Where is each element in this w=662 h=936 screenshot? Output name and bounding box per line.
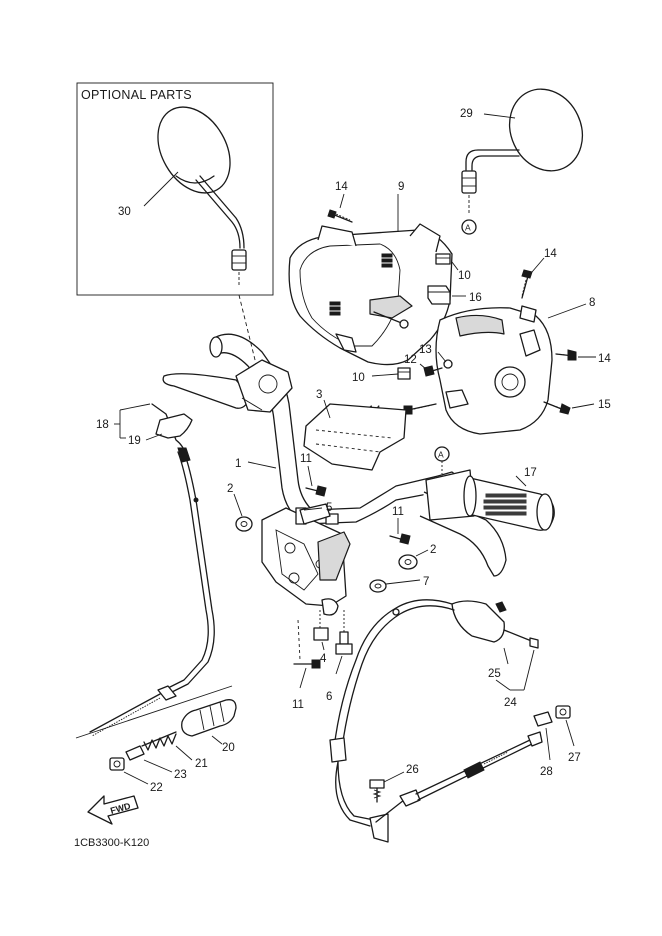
callout-16: 16: [469, 292, 482, 304]
screw-11-lower: [293, 659, 321, 669]
nut-10-top: [435, 253, 451, 265]
nut-10-bottom: [397, 367, 411, 380]
nut-22: [109, 757, 125, 771]
callout-1: 1: [235, 458, 241, 470]
callout-14a: 14: [335, 181, 348, 193]
callout-11a: 11: [300, 453, 312, 465]
collar-7: [369, 579, 387, 593]
callout-27: 27: [568, 752, 581, 764]
screw-12: [423, 365, 443, 377]
ref-mark-a-top-label: A: [465, 223, 471, 233]
optional-mirror: [157, 106, 247, 287]
callout-2b: 2: [430, 544, 436, 556]
callout-20: 20: [222, 742, 235, 754]
callout-6: 6: [326, 691, 332, 703]
screw-11-right: [389, 533, 411, 545]
callout-26: 26: [406, 764, 419, 776]
kit-divider: [75, 685, 233, 739]
screw-14-right-top: [521, 269, 533, 299]
callout-18: 18: [96, 419, 109, 431]
callout-17: 17: [524, 467, 537, 479]
callout-10b: 10: [352, 372, 365, 384]
callout-9: 9: [398, 181, 404, 193]
callout-13: 13: [419, 344, 432, 356]
callout-25: 25: [488, 668, 501, 680]
callout-4: 4: [320, 653, 327, 665]
bolt-26: [369, 779, 385, 803]
fwd-arrow-icon: FWD: [87, 795, 139, 825]
callout-14c: 14: [598, 353, 611, 365]
callout-29: 29: [460, 108, 473, 120]
bolt-6: [335, 610, 353, 655]
adjuster-23: [125, 745, 145, 761]
callout-2a: 2: [227, 483, 233, 495]
callout-30: 30: [118, 206, 131, 218]
callout-24: 24: [504, 697, 517, 709]
callout-7: 7: [423, 576, 429, 588]
callout-3: 3: [316, 389, 322, 401]
callout-11c: 11: [292, 699, 304, 711]
adjuster-28: [533, 711, 553, 727]
rubber-2-right: [398, 554, 418, 570]
callout-19: 19: [128, 435, 141, 447]
damper-4: [313, 598, 339, 641]
throttle-grip-17: A: [425, 446, 555, 531]
screw-14-lower: [403, 403, 437, 415]
mirror-29: A: [461, 88, 583, 235]
handle-cover-rear-9: [288, 223, 453, 366]
callout-8: 8: [589, 297, 595, 309]
callout-21: 21: [195, 758, 208, 770]
callout-28: 28: [540, 766, 553, 778]
screw-14-top: [327, 209, 353, 223]
optional-parts-title: OPTIONAL PARTS: [81, 88, 192, 102]
callout-11b: 11: [392, 506, 404, 518]
callout-5: 5: [326, 502, 332, 514]
grommet-5: [299, 503, 331, 525]
callout-22: 22: [150, 782, 163, 794]
callout-15: 15: [598, 399, 611, 411]
callout-12: 12: [404, 354, 417, 366]
nut-27: [555, 705, 571, 719]
screw-15: [543, 401, 571, 415]
screw-14-right-middle: [555, 349, 577, 361]
boot-20: [181, 699, 237, 737]
callout-23: 23: [174, 769, 187, 781]
callout-14b: 14: [544, 248, 557, 260]
callout-10a: 10: [458, 270, 471, 282]
right-cable-assembly: [329, 599, 543, 843]
ref-mark-a-top: [461, 219, 477, 235]
rubber-2-left: [235, 516, 253, 532]
ref-mark-a-grip-label: A: [438, 450, 444, 460]
clip-16: [427, 285, 451, 305]
panel-3: [303, 403, 407, 471]
screw-11-upper: [305, 485, 327, 497]
optional-parts-box: OPTIONAL PARTS 30: [76, 82, 274, 296]
left-cable-assembly: [89, 403, 215, 737]
drawing-code: 1CB3300-K120: [74, 837, 149, 849]
handle-cover-front-8: [435, 305, 553, 435]
spring-21: [141, 731, 177, 751]
optional-link-line: [238, 294, 258, 369]
